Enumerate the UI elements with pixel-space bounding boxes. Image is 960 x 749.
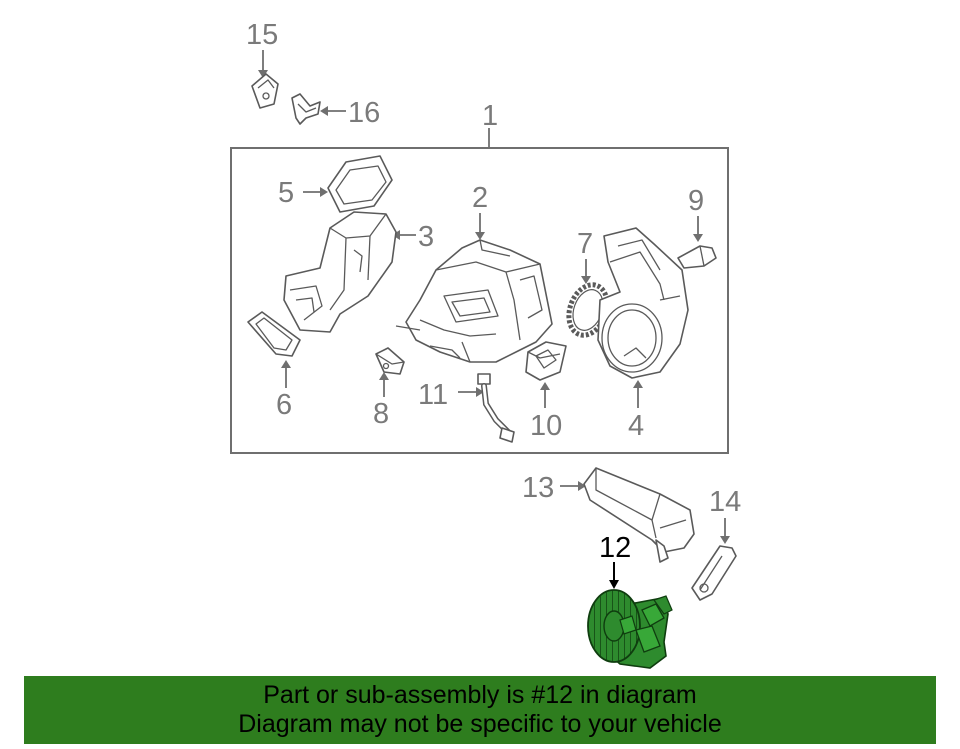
callout-10: 10: [530, 410, 562, 442]
part-13: [583, 467, 695, 563]
part-5: [327, 155, 393, 213]
part-4: [597, 227, 689, 379]
part-9: [677, 245, 717, 269]
callout-5: 5: [278, 177, 294, 209]
info-banner: Part or sub-assembly is #12 in diagram D…: [24, 676, 936, 744]
part-11: [477, 373, 515, 443]
callout-4: 4: [628, 410, 644, 442]
callout-8: 8: [373, 398, 389, 430]
banner-line-1: Part or sub-assembly is #12 in diagram: [263, 681, 697, 709]
banner-line-2: Diagram may not be specific to your vehi…: [238, 710, 722, 738]
part-14: [691, 545, 737, 601]
callout-7: 7: [577, 228, 593, 260]
part-3: [283, 211, 397, 333]
leader-lines: [258, 50, 730, 589]
part-15: [251, 73, 279, 109]
callout-9: 9: [688, 185, 704, 217]
callout-1: 1: [482, 100, 498, 132]
callout-14: 14: [709, 486, 741, 518]
callout-15: 15: [246, 19, 278, 51]
part-8: [375, 347, 405, 375]
part-2: [395, 239, 553, 363]
part-10: [525, 341, 567, 381]
part-6: [247, 311, 301, 357]
assembly-frame: [230, 147, 729, 454]
callout-13: 13: [522, 472, 554, 504]
callout-16: 16: [348, 97, 380, 129]
callout-2: 2: [472, 182, 488, 214]
part-16: [291, 93, 321, 125]
part-12-blower-motor: [587, 589, 673, 669]
callout-11: 11: [418, 379, 448, 411]
callout-12: 12: [599, 532, 631, 564]
callout-6: 6: [276, 389, 292, 421]
callout-3: 3: [418, 221, 434, 253]
